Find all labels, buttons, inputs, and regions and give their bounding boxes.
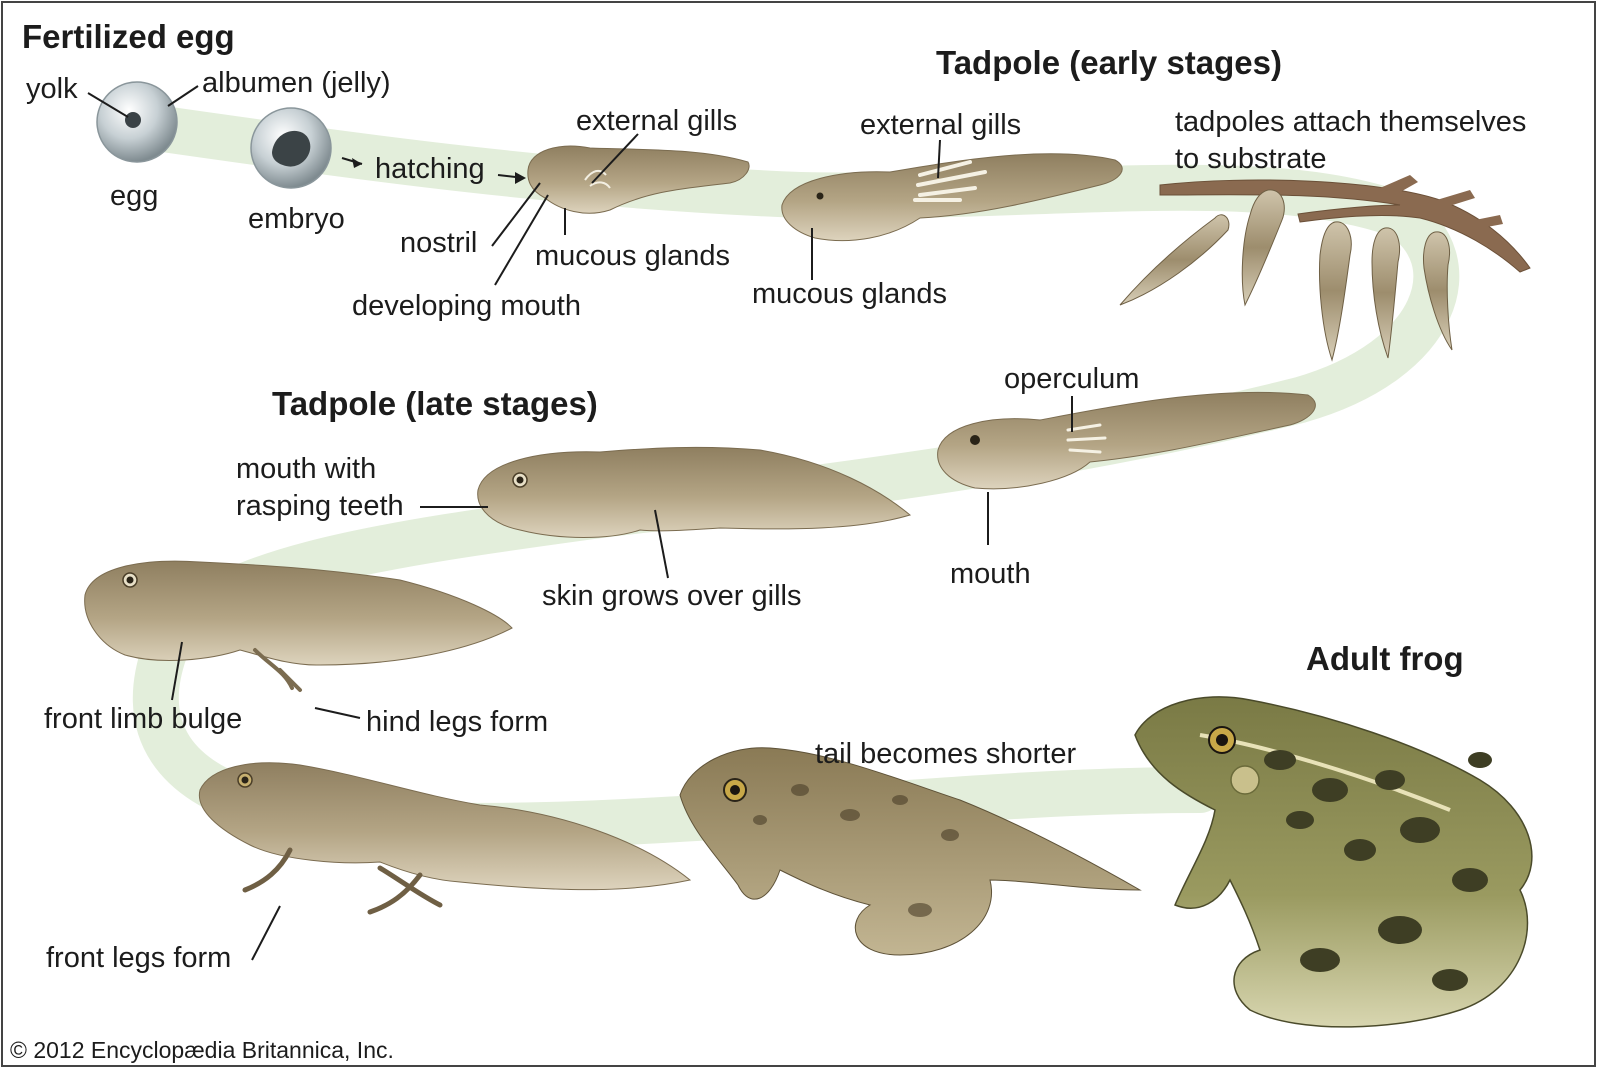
heading-adult-frog: Adult frog <box>1306 640 1464 677</box>
label-attach-line2: to substrate <box>1175 143 1327 175</box>
front-legs-tadpole-illustration <box>198 762 692 915</box>
leader-yolk <box>87 92 129 118</box>
leader-skin-gills <box>654 509 669 579</box>
heading-tadpole-early: Tadpole (early stages) <box>936 44 1282 81</box>
label-albumen: albumen (jelly) <box>202 67 391 99</box>
branch-illustration <box>1159 175 1531 273</box>
adult-frog-illustration <box>1134 696 1533 1028</box>
label-yolk: yolk <box>26 73 78 105</box>
leader-hind-legs <box>314 707 361 719</box>
label-mucous-glands-2: mucous glands <box>752 278 947 310</box>
label-egg: egg <box>110 180 158 212</box>
label-skin-gills: skin grows over gills <box>542 580 801 612</box>
early-tadpole-illustration <box>781 153 1123 242</box>
hind-legs-tadpole-illustration <box>84 560 513 692</box>
label-hind-legs: hind legs form <box>366 706 548 738</box>
froglet-illustration <box>679 747 1142 956</box>
label-front-legs: front legs form <box>46 942 231 974</box>
leader-lines <box>87 85 1073 961</box>
label-mucous-glands-1: mucous glands <box>535 240 730 272</box>
attached-tadpoles-illustration <box>1119 189 1453 362</box>
leader-gills-1 <box>591 133 639 184</box>
label-mouth: mouth <box>950 558 1031 590</box>
label-attach-line1: tadpoles attach themselves <box>1175 106 1526 138</box>
leader-nostril <box>491 182 541 247</box>
leader-front-legs <box>251 905 281 961</box>
label-nostril: nostril <box>400 227 477 259</box>
leader-albumen <box>167 85 199 107</box>
leader-developing-mouth <box>494 194 549 286</box>
late-tadpole-illustration <box>477 446 912 538</box>
heading-tadpole-late: Tadpole (late stages) <box>272 385 598 422</box>
label-developing-mouth: developing mouth <box>352 290 581 322</box>
embryo-illustration <box>250 107 332 189</box>
label-mouth-teeth-line2: rasping teeth <box>236 490 404 522</box>
label-hatching: hatching <box>375 153 485 185</box>
leader-gills-2 <box>937 139 941 179</box>
leader-front-limb-bulge <box>171 641 183 701</box>
label-front-limb-bulge: front limb bulge <box>44 703 242 735</box>
label-embryo: embryo <box>248 203 345 235</box>
heading-fertilized-egg: Fertilized egg <box>22 18 235 55</box>
operculum-tadpole-illustration <box>937 391 1316 490</box>
egg-illustration <box>96 81 178 163</box>
label-operculum: operculum <box>1004 363 1139 395</box>
label-external-gills-2: external gills <box>860 109 1021 141</box>
label-tail-shorter: tail becomes shorter <box>815 738 1076 770</box>
label-external-gills-1: external gills <box>576 105 737 137</box>
hatchling-illustration <box>527 145 750 214</box>
copyright-text: © 2012 Encyclopædia Britannica, Inc. <box>10 1037 394 1063</box>
label-mouth-teeth-line1: mouth with <box>236 453 376 485</box>
arrow-embryo-head <box>352 158 362 168</box>
arrow-hatching-head <box>515 172 526 184</box>
